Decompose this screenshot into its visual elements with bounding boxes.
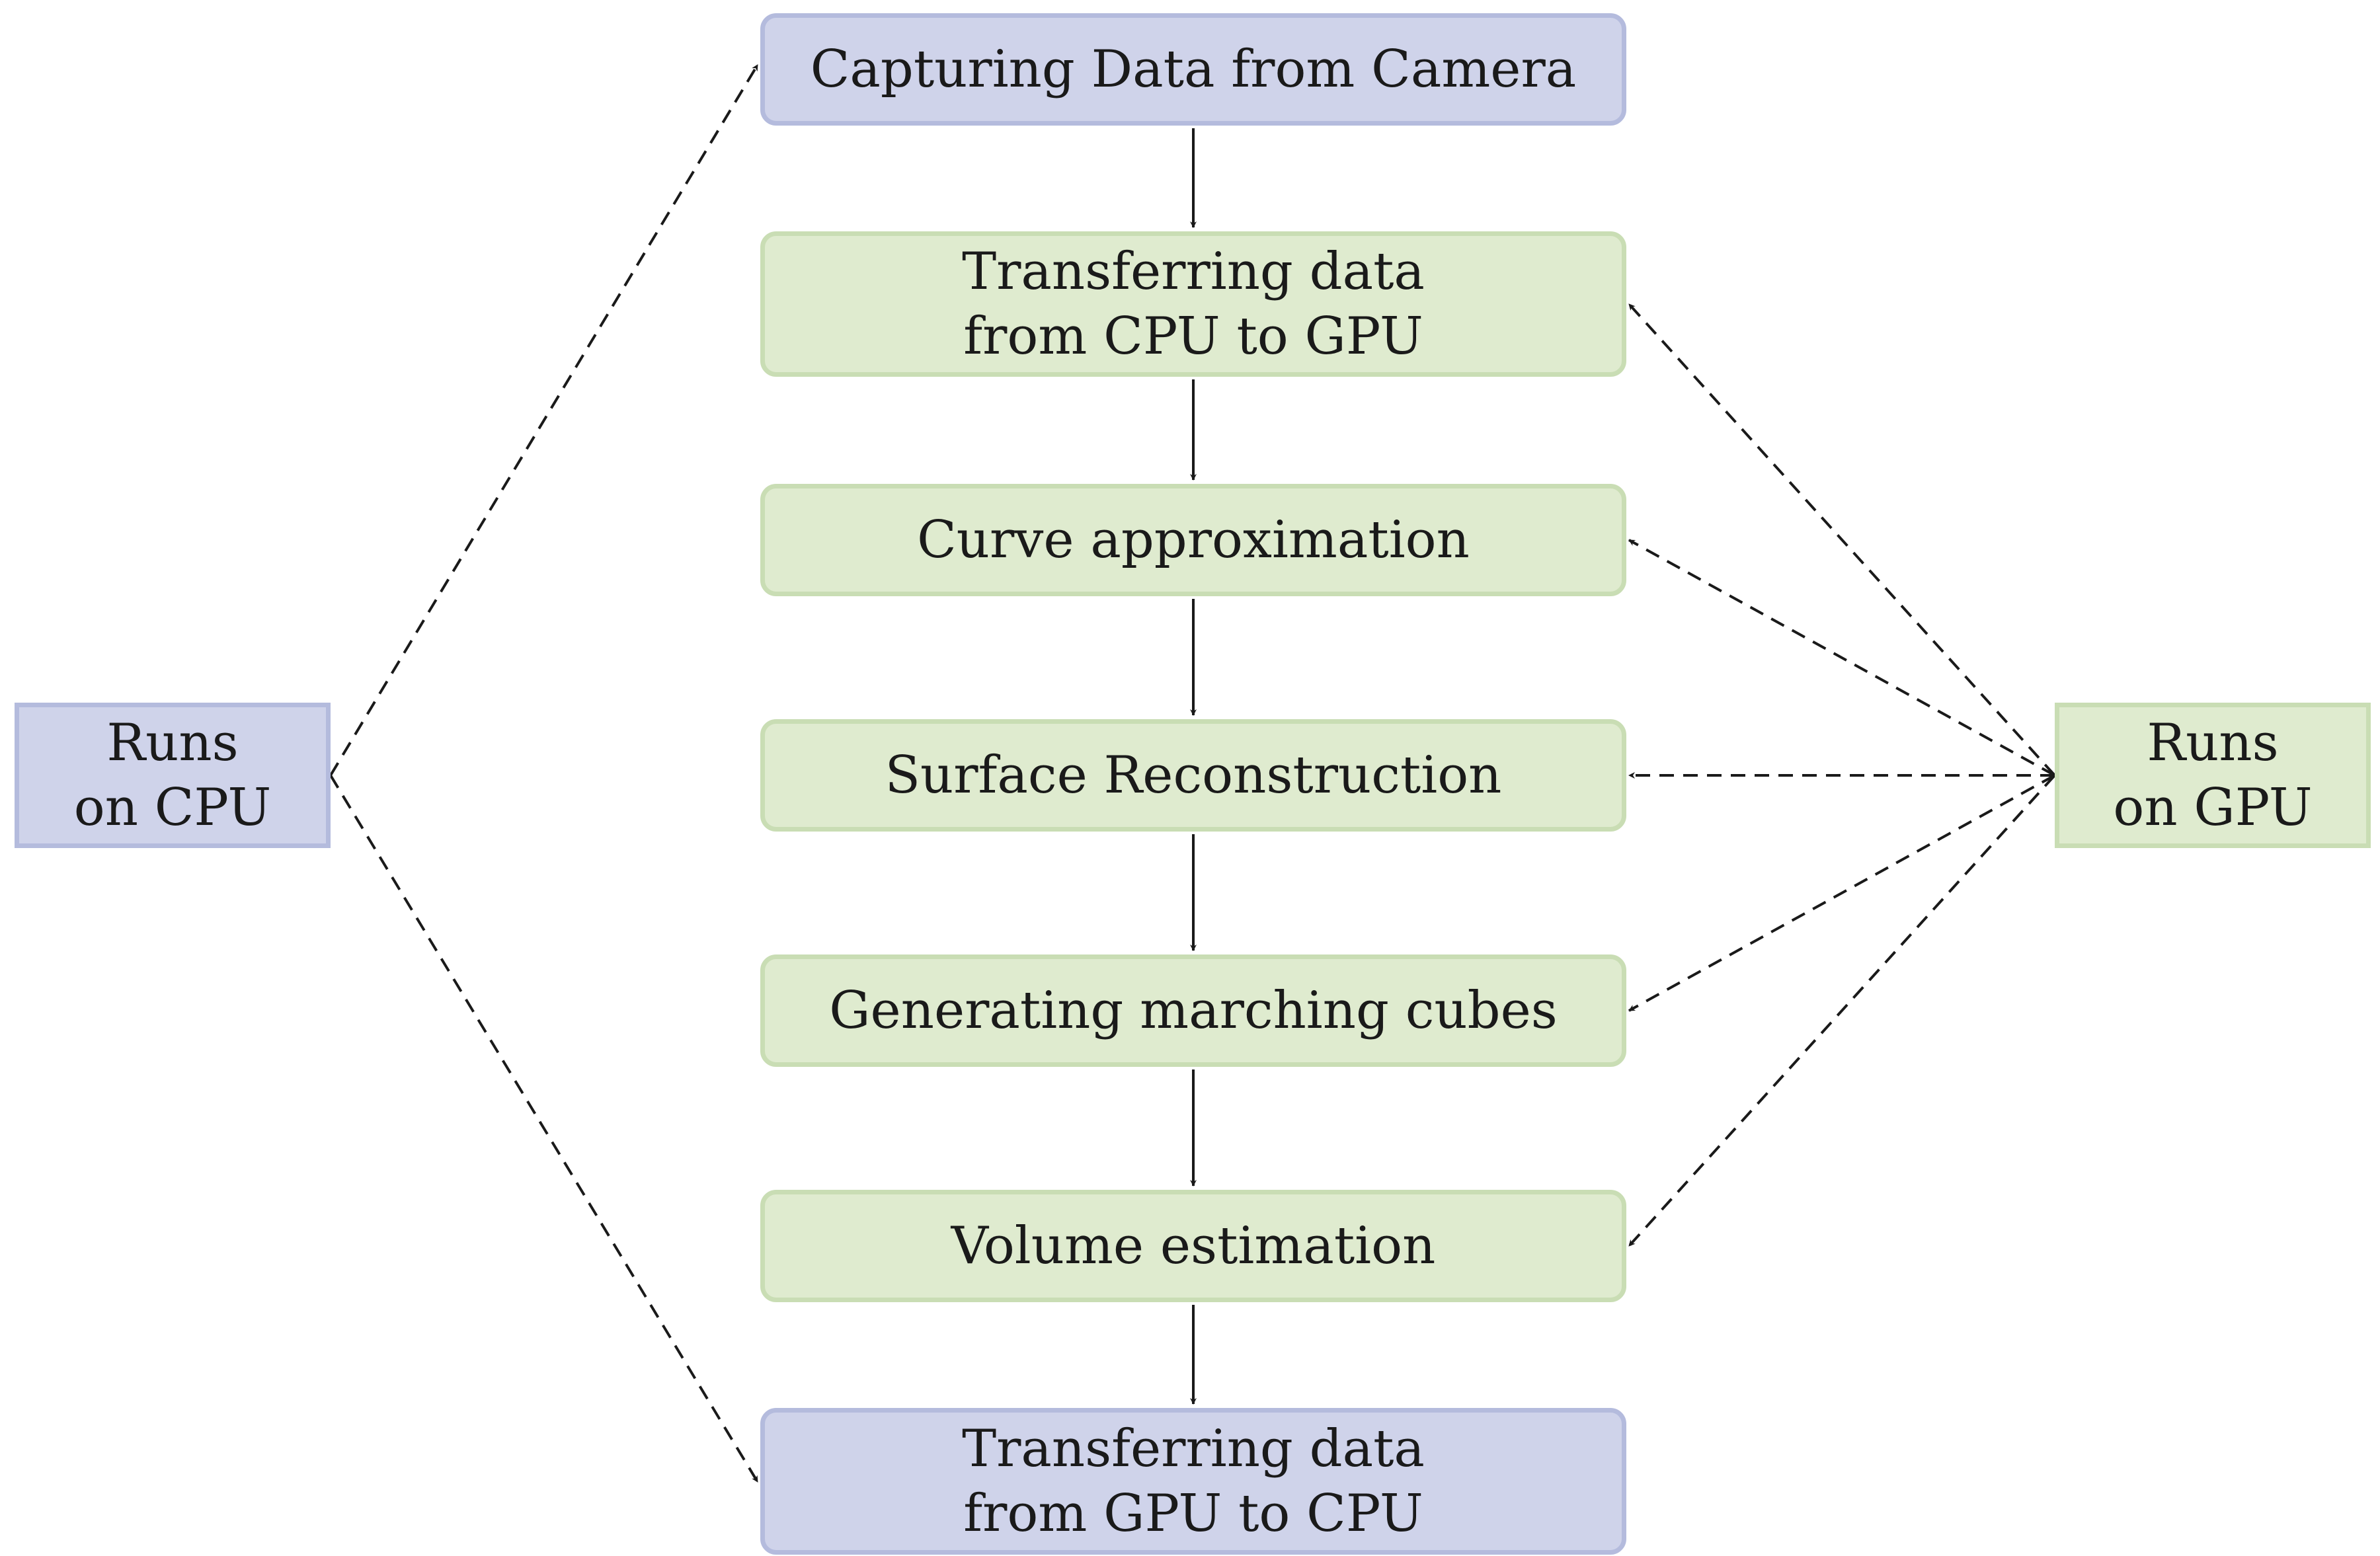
step-marching: Generating marching cubes: [760, 954, 1626, 1067]
step-marching-line-1: Generating marching cubes: [829, 981, 1558, 1040]
runs-on-cpu-line-2: on CPU: [73, 778, 272, 837]
cpu-arrow-to-capture: [329, 63, 759, 777]
step-capture-line-1: Capturing Data from Camera: [810, 40, 1577, 99]
cpu-arrow-to-gpu-to-cpu: [329, 774, 759, 1483]
gpu-arrow-to-cpu-to-gpu: [1628, 303, 2056, 777]
runs-on-cpu-box: Runs on CPU: [15, 703, 331, 848]
step-gpu-to-cpu: Transferring data from GPU to CPU: [760, 1408, 1626, 1555]
step-surface-line-1: Surface Reconstruction: [885, 746, 1502, 805]
runs-on-cpu-line-1: Runs: [106, 713, 239, 773]
gpu-arrow-to-volume: [1628, 774, 2056, 1247]
gpu-arrow-to-curve: [1628, 539, 2055, 777]
step-volume-line-1: Volume estimation: [951, 1216, 1436, 1276]
step-gpu-to-cpu-line-2: from GPU to CPU: [963, 1484, 1423, 1543]
step-gpu-to-cpu-line-1: Transferring data: [962, 1419, 1425, 1479]
step-surface: Surface Reconstruction: [760, 719, 1626, 832]
gpu-arrow-to-marching: [1628, 774, 2055, 1012]
step-cpu-to-gpu: Transferring data from CPU to GPU: [760, 231, 1626, 377]
runs-on-gpu-line-2: on GPU: [2113, 778, 2313, 837]
step-curve-line-1: Curve approximation: [917, 510, 1470, 570]
runs-on-gpu-box: Runs on GPU: [2055, 703, 2371, 848]
step-curve: Curve approximation: [760, 484, 1626, 596]
runs-on-gpu-line-1: Runs: [2147, 713, 2279, 773]
step-cpu-to-gpu-line-1: Transferring data: [962, 242, 1425, 301]
step-volume: Volume estimation: [760, 1190, 1626, 1302]
step-cpu-to-gpu-line-2: from CPU to GPU: [963, 307, 1423, 366]
step-capture: Capturing Data from Camera: [760, 13, 1626, 126]
